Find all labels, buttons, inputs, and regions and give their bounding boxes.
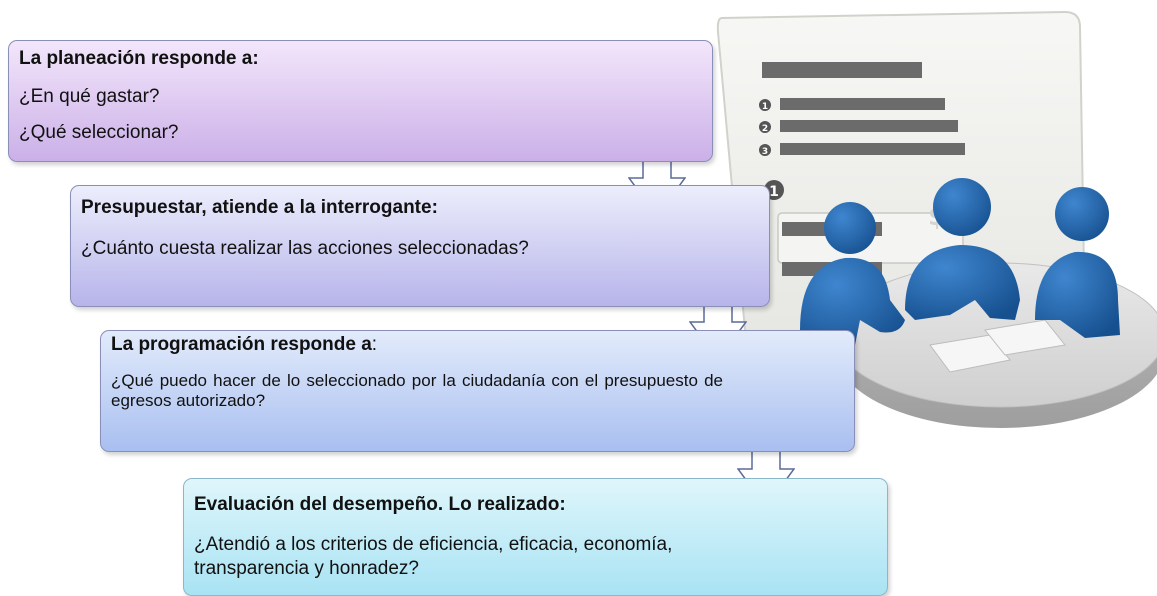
budgeting-box: Presupuestar, atiende a la interrogante:… xyxy=(70,185,770,307)
evaluation-box: Evaluación del desempeño. Lo realizado: … xyxy=(183,478,888,596)
person-figure xyxy=(905,178,1020,320)
evaluation-title: Evaluación del desempeño. Lo realizado: xyxy=(194,494,566,515)
planning-question-1: ¿En qué gastar? xyxy=(19,86,160,107)
programming-title-colon: : xyxy=(371,334,378,355)
paper-sheet xyxy=(929,334,1011,373)
person-figure xyxy=(1035,187,1120,338)
paper-sheet xyxy=(984,319,1066,356)
number-circle-icon: 3 xyxy=(759,144,771,157)
programming-title: La programación responde a: xyxy=(111,333,844,357)
planning-box: La planeación responde a: ¿En qué gastar… xyxy=(8,40,713,162)
doc-list-bar xyxy=(780,143,965,155)
person-figure xyxy=(800,202,905,348)
svg-text:1: 1 xyxy=(762,102,768,112)
svg-text:2: 2 xyxy=(762,124,768,134)
number-circle-icon: 1 xyxy=(759,99,771,112)
doc-list-bar xyxy=(780,98,945,110)
programming-title-bold: La programación responde a xyxy=(111,334,372,355)
doc-heading-bar xyxy=(762,62,922,78)
svg-text:3: 3 xyxy=(762,147,768,157)
number-circle-icon: 2 xyxy=(759,121,771,134)
budgeting-question: ¿Cuánto cuesta realizar las acciones sel… xyxy=(81,238,529,259)
programming-box: La programación responde a: ¿Qué puedo h… xyxy=(100,330,855,452)
programming-question: ¿Qué puedo hacer de lo seleccionado por … xyxy=(111,371,723,410)
doc-list-bar xyxy=(780,120,958,132)
planning-title: La planeación responde a: xyxy=(19,48,259,69)
planning-question-2: ¿Qué seleccionar? xyxy=(19,122,179,143)
budgeting-title: Presupuestar, atiende a la interrogante: xyxy=(81,197,438,218)
evaluation-question: ¿Atendió a los criterios de eficiencia, … xyxy=(194,534,673,579)
svg-text:1: 1 xyxy=(769,184,779,200)
